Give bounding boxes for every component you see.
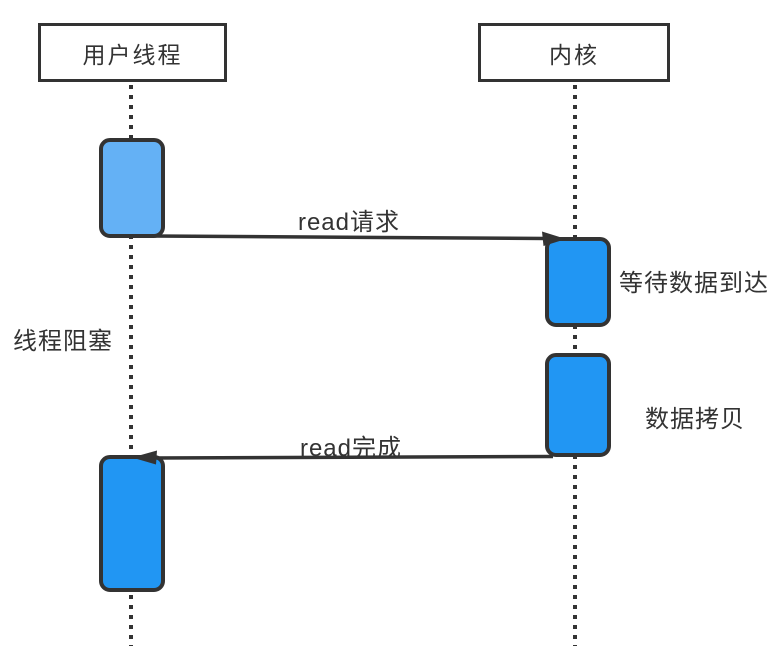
activation-kernel-copy bbox=[545, 353, 611, 457]
activation-user-resume bbox=[99, 455, 165, 592]
lifeline-user-thread bbox=[129, 85, 133, 646]
actor-box-kernel: 内核 bbox=[478, 23, 670, 82]
message-label-read-complete: read完成 bbox=[299, 435, 403, 462]
message-label-read-request: read请求 bbox=[297, 209, 401, 236]
activation-user-request bbox=[99, 138, 165, 238]
actor-label-user-thread: 用户线程 bbox=[82, 41, 183, 68]
annotation-wait-for-data: 等待数据到达 bbox=[619, 270, 769, 297]
annotation-data-copy: 数据拷贝 bbox=[645, 406, 745, 433]
annotation-thread-blocked: 线程阻塞 bbox=[13, 328, 113, 355]
activation-kernel-wait bbox=[545, 237, 611, 327]
actor-box-user-thread: 用户线程 bbox=[38, 23, 227, 82]
actor-label-kernel: 内核 bbox=[549, 41, 599, 68]
